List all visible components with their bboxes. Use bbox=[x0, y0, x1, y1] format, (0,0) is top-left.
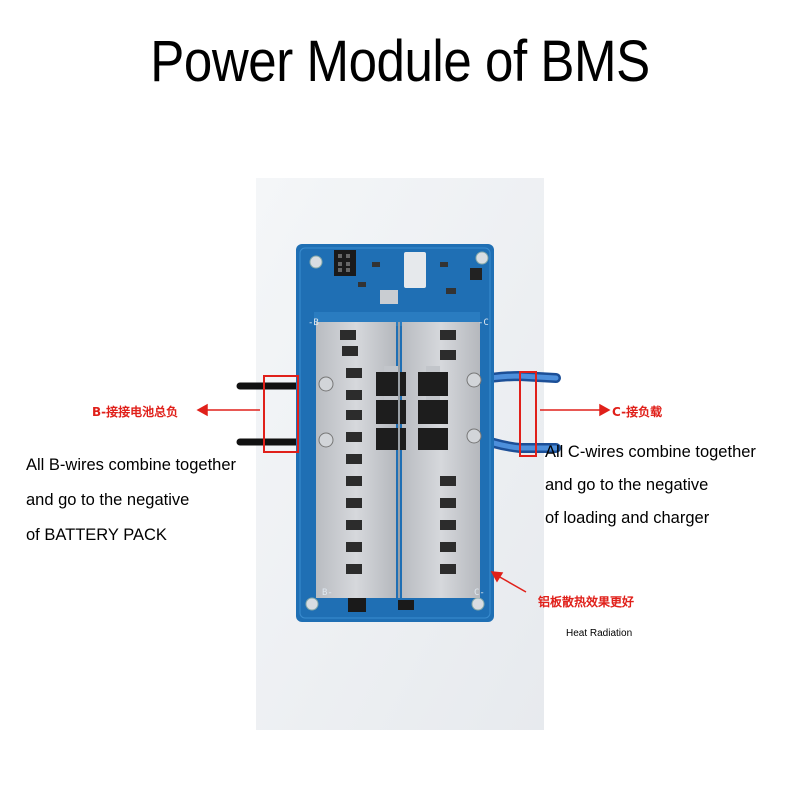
b-label-cn: B-接接电池总负 bbox=[92, 405, 179, 419]
right-description: All C-wires combine together and go to t… bbox=[545, 436, 756, 535]
header-connector bbox=[334, 250, 356, 276]
right-line-2: and go to the negative bbox=[545, 476, 709, 494]
board-mark-c-top: -C bbox=[478, 318, 489, 328]
b-label-arrow bbox=[196, 403, 260, 417]
c-wire-highlight-box bbox=[519, 371, 537, 457]
c-label-cn: C-接负载 bbox=[612, 405, 663, 419]
power-mosfets bbox=[376, 366, 448, 450]
screw-terminals bbox=[318, 372, 482, 448]
right-line-1: All C-wires combine together bbox=[545, 443, 756, 461]
control-components bbox=[358, 252, 482, 304]
bottom-components bbox=[348, 598, 414, 612]
c-label-arrow bbox=[540, 403, 611, 417]
left-line-2: and go to the negative bbox=[26, 491, 190, 509]
page-title: Power Module of BMS bbox=[150, 29, 650, 94]
left-line-3: of BATTERY PACK bbox=[26, 526, 167, 544]
board-mark-b-top: -B bbox=[308, 318, 319, 328]
board-mark-b-bottom: B- bbox=[322, 588, 333, 598]
right-line-3: of loading and charger bbox=[545, 509, 710, 527]
aluminum-plate-right bbox=[402, 322, 480, 598]
b-wire-highlight-box bbox=[263, 375, 299, 453]
left-description: All B-wires combine together and go to t… bbox=[26, 448, 236, 553]
mounting-holes bbox=[305, 251, 489, 611]
left-line-1: All B-wires combine together bbox=[26, 456, 237, 474]
board-mark-c-bottom: C- bbox=[474, 588, 485, 598]
heat-label-en: Heat Radiation bbox=[566, 628, 633, 639]
heat-label-cn: 铝板散热效果更好 bbox=[538, 595, 635, 609]
heat-label-arrow bbox=[490, 571, 527, 593]
mosfet-rows bbox=[340, 330, 456, 574]
